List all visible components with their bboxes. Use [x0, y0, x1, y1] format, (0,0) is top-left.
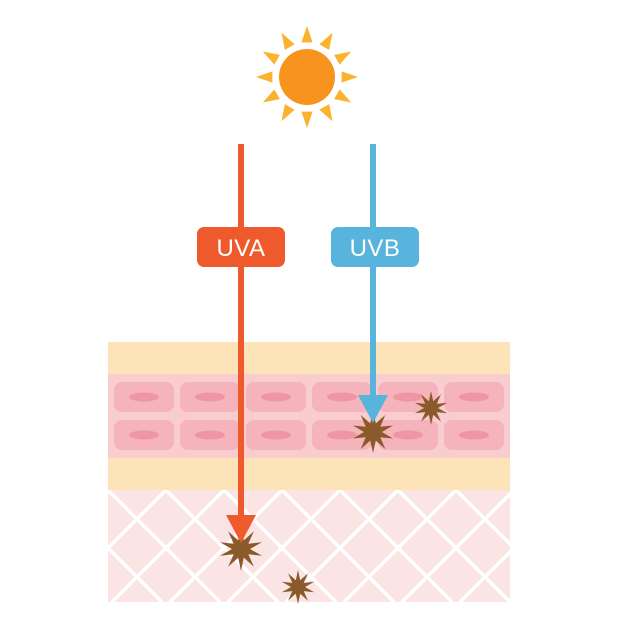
sun-core [279, 49, 335, 105]
cell-nucleus [261, 430, 291, 440]
collagen-fiber [0, 490, 104, 602]
stratum-corneum-layer [108, 342, 510, 374]
dermis-collagen-fibers [0, 490, 618, 602]
sun-ray [334, 51, 352, 65]
collagen-fiber [0, 490, 50, 602]
epidermis-cells [114, 382, 504, 450]
sun-ray [256, 71, 273, 83]
cell-nucleus [195, 430, 225, 440]
collagen-fiber [458, 549, 510, 602]
cell-nucleus [459, 392, 489, 402]
cell-nucleus [327, 430, 357, 440]
uvb-damage-mark [353, 411, 393, 453]
sun-ray [301, 26, 313, 43]
sun-icon [256, 26, 358, 128]
cell-nucleus [261, 392, 291, 402]
collagen-fiber [108, 490, 222, 602]
collagen-fiber [226, 490, 342, 602]
skin-cross-section [0, 342, 618, 602]
cell-nucleus [129, 392, 159, 402]
uva-label: UVA [216, 235, 265, 262]
uva-ray: UVA [197, 144, 285, 543]
basal-layer [108, 458, 510, 490]
collagen-fiber [108, 490, 110, 493]
collagen-fiber [518, 490, 618, 602]
collagen-fiber [280, 490, 396, 602]
collagen-fiber [164, 490, 280, 602]
collagen-fiber [168, 490, 284, 602]
sun-ray [262, 89, 280, 103]
uva-damage-mark [220, 527, 262, 571]
collagen-fiber [108, 490, 168, 551]
sun-ray [334, 89, 352, 103]
collagen-fiber [342, 490, 458, 602]
collagen-fiber [396, 490, 510, 602]
uvb-arrowhead [358, 395, 388, 423]
sun-ray [301, 111, 313, 128]
uva-label-badge [197, 227, 285, 267]
uva-arrowhead [226, 515, 256, 543]
damage-marks [220, 391, 448, 604]
sun-ray [262, 51, 280, 65]
cell-nucleus [129, 430, 159, 440]
sun-rays [256, 26, 358, 128]
uvb-label: UVB [350, 235, 401, 262]
sun-ray [319, 32, 333, 50]
epidermis-layer [108, 374, 510, 458]
uvb-damage-mark [414, 391, 448, 425]
sun-ray [319, 104, 333, 122]
uvb-label-badge [331, 227, 419, 267]
cell-nucleus [459, 430, 489, 440]
collagen-fiber [400, 491, 510, 602]
collagen-fiber [0, 490, 46, 602]
sun-ray [341, 71, 358, 83]
collagen-fiber [108, 545, 164, 602]
collagen-fiber [338, 490, 454, 602]
cell-nucleus [195, 392, 225, 402]
cell-nucleus [393, 430, 423, 440]
sun-ray [281, 32, 295, 50]
collagen-fiber [110, 490, 226, 602]
cell-nucleus [393, 392, 423, 402]
uva-damage-mark [281, 570, 315, 604]
cell-nucleus [327, 392, 357, 402]
collagen-fiber [514, 490, 618, 602]
collagen-fiber [454, 490, 510, 547]
collagen-fiber [572, 490, 618, 602]
collagen-fiber [576, 490, 618, 602]
sun-ray [281, 104, 295, 122]
uvb-ray: UVB [331, 144, 419, 423]
